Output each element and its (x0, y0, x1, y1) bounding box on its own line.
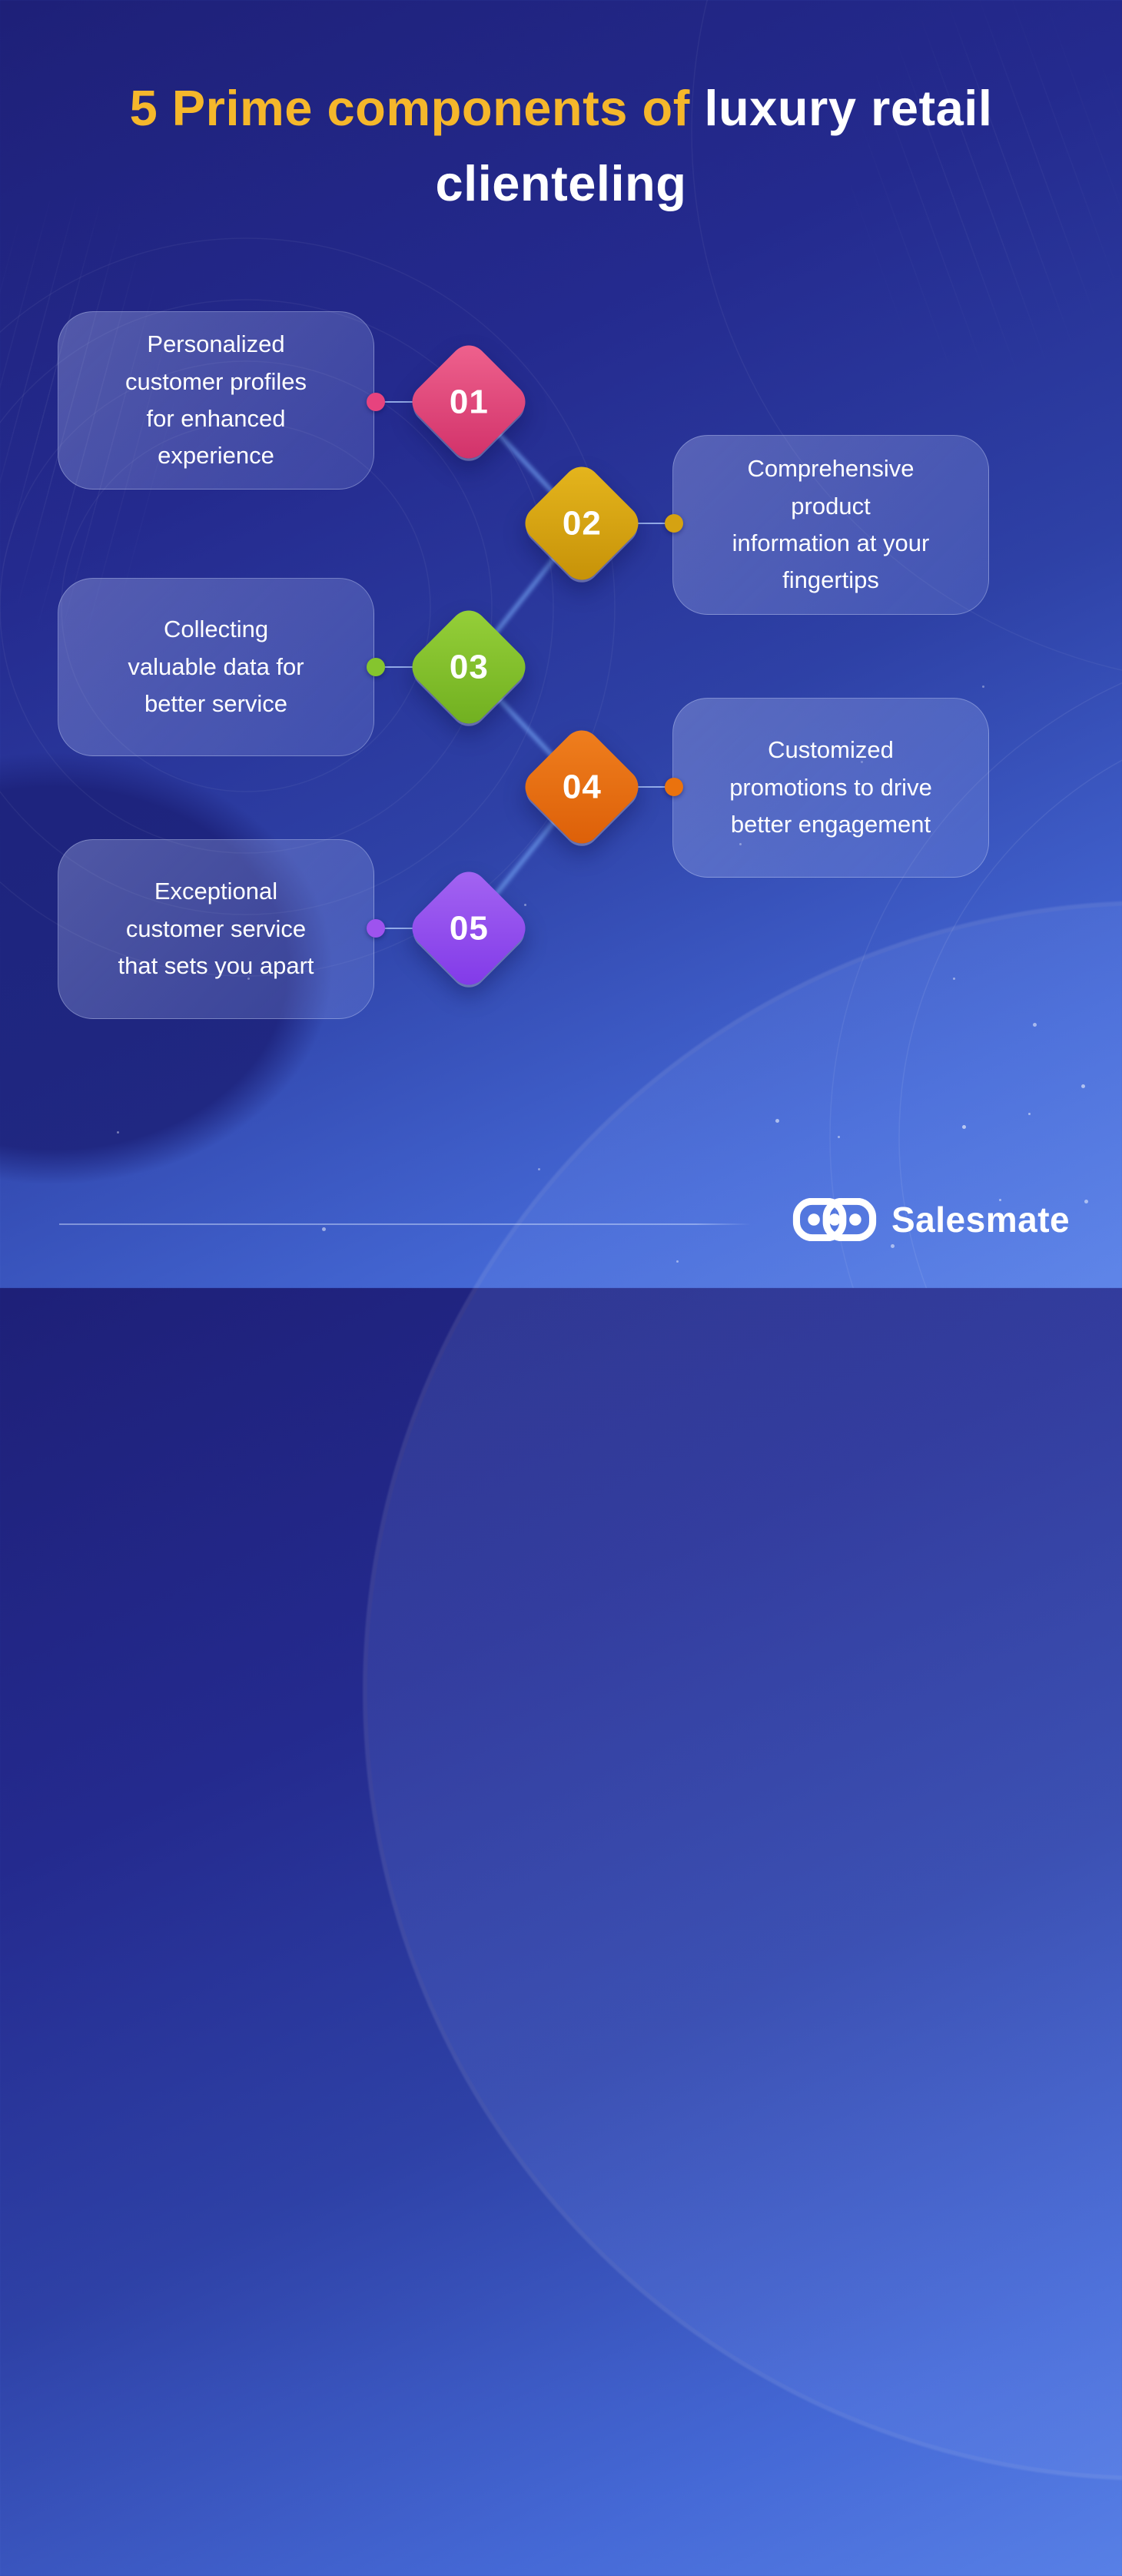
step-3-connector-dot (367, 658, 385, 676)
step-3-diamond-badge: 03 (404, 603, 533, 732)
step-4-number: 04 (562, 767, 602, 805)
step-5-diamond-badge: 05 (404, 864, 533, 993)
step-1-label: Personalized customer profiles for enhan… (124, 330, 307, 470)
step-3-label: Collecting valuable data for better serv… (128, 616, 304, 718)
title-accent: 5 Prime components of (129, 80, 690, 136)
salesmate-chain-icon (792, 1198, 877, 1241)
page-title: 5 Prime components of luxury retail clie… (115, 71, 1007, 221)
step-1-card: Personalized customer profiles for enhan… (58, 311, 374, 490)
title-rest: luxury retail clienteling (435, 80, 993, 211)
step-4-label: Customized promotions to drive better en… (729, 736, 932, 838)
step-2-card: Comprehensive product information at you… (672, 435, 989, 615)
brand-name: Salesmate (891, 1200, 1071, 1240)
step-1-number: 01 (449, 382, 489, 420)
step-3-card: Collecting valuable data for better serv… (58, 578, 374, 756)
step-2-number: 02 (562, 503, 602, 542)
step-2-diamond-badge: 02 (517, 459, 646, 588)
step-4-diamond-badge: 04 (517, 722, 646, 851)
step-1-connector-dot (367, 393, 385, 411)
salesmate-logo: Salesmate (792, 1196, 1070, 1243)
step-2-label: Comprehensive product information at you… (732, 455, 930, 594)
step-4-connector-dot (665, 778, 683, 796)
step-5-number: 05 (449, 908, 489, 947)
step-5-card: Exceptional customer service that sets y… (58, 839, 374, 1019)
background-star-specks (0, 0, 2, 2)
footer-divider (59, 1223, 751, 1225)
step-1-diamond-badge: 01 (404, 337, 533, 466)
step-3-number: 03 (449, 647, 489, 685)
step-5-connector-dot (367, 919, 385, 938)
step-2-connector-dot (665, 514, 683, 533)
step-4-card: Customized promotions to drive better en… (672, 698, 989, 878)
step-5-label: Exceptional customer service that sets y… (118, 878, 314, 980)
